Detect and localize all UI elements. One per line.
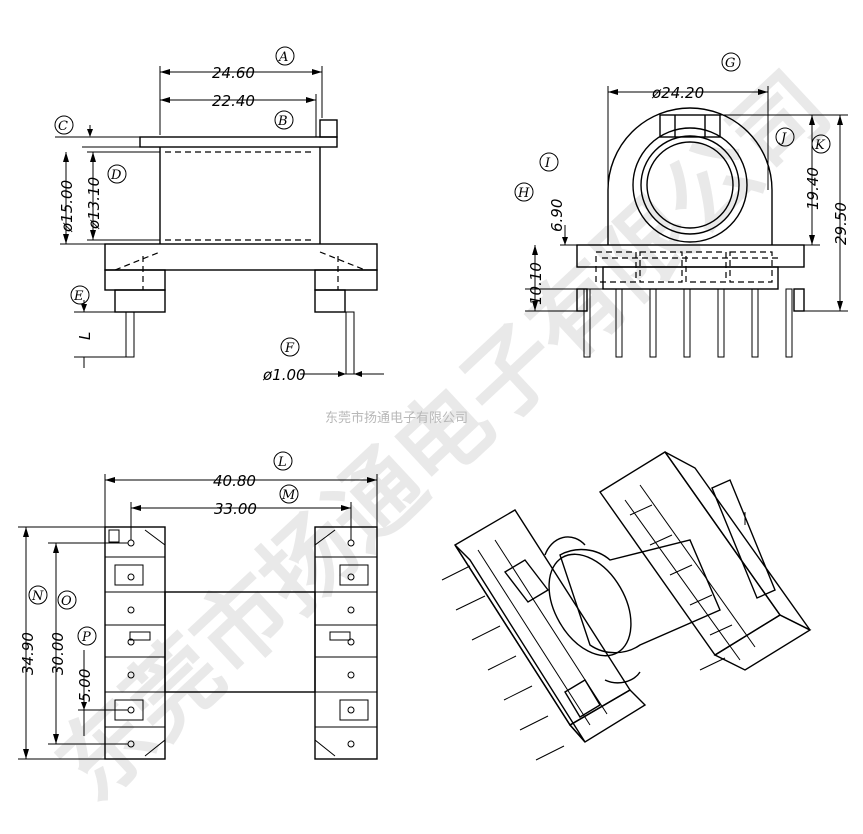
dim-p-value: 5.00 xyxy=(76,669,94,702)
dim-o-value: 30.00 xyxy=(49,632,67,675)
dim-h-value: 10.10 xyxy=(527,262,545,305)
label-j: J xyxy=(778,131,787,146)
watermark-company-name: 东莞市扬通电子有限公司 xyxy=(37,53,850,821)
label-p: P xyxy=(81,630,91,645)
dim-l-mark: L xyxy=(76,332,94,340)
dim-b-value: 22.40 xyxy=(212,92,255,110)
bottom-view: 40.80 33.00 34.90 30.00 5.00 xyxy=(18,472,378,760)
dim-l-value: 40.80 xyxy=(213,472,256,490)
watermark-caption: 东莞市扬通电子有限公司 xyxy=(325,410,468,426)
label-l: L xyxy=(277,455,287,470)
label-i: I xyxy=(544,156,551,171)
side-view-labels: G I H J K xyxy=(514,52,831,202)
label-d: D xyxy=(110,168,122,183)
dim-a-value: 24.60 xyxy=(212,64,255,82)
label-f: F xyxy=(284,341,295,356)
watermark: 东莞市扬通电子有限公司 东莞市扬通电子有限公司 xyxy=(37,53,850,821)
label-k: K xyxy=(814,138,826,153)
label-b: B xyxy=(277,114,288,129)
dim-d15-value: ø15.00 xyxy=(58,180,76,233)
dim-k-value: 29.50 xyxy=(832,202,850,245)
label-c: C xyxy=(58,119,68,134)
front-view-labels: A B C D E F xyxy=(54,46,300,357)
isometric-view xyxy=(441,451,812,761)
label-h: H xyxy=(517,186,530,201)
front-view: 24.60 22.40 ø15.00 ø13.10 L xyxy=(55,64,384,384)
label-a: A xyxy=(278,50,288,65)
bottom-view-labels: L M N O P xyxy=(28,451,299,646)
label-g: G xyxy=(725,56,735,71)
label-n: N xyxy=(31,589,44,604)
dim-n-value: 34.90 xyxy=(19,632,37,675)
dim-g-value: ø24.20 xyxy=(651,84,704,102)
dim-f-value: ø1.00 xyxy=(262,366,306,384)
dim-d-value: ø13.10 xyxy=(85,177,103,230)
label-o: O xyxy=(61,594,72,609)
dim-m-value: 33.00 xyxy=(214,500,257,518)
side-view: ø24.20 19.40 29.50 6.90 10.10 xyxy=(525,84,850,358)
dim-i-value: 6.90 xyxy=(548,199,566,232)
label-m: M xyxy=(281,488,296,503)
label-e: E xyxy=(73,289,84,304)
dim-j-value: 19.40 xyxy=(804,167,822,210)
